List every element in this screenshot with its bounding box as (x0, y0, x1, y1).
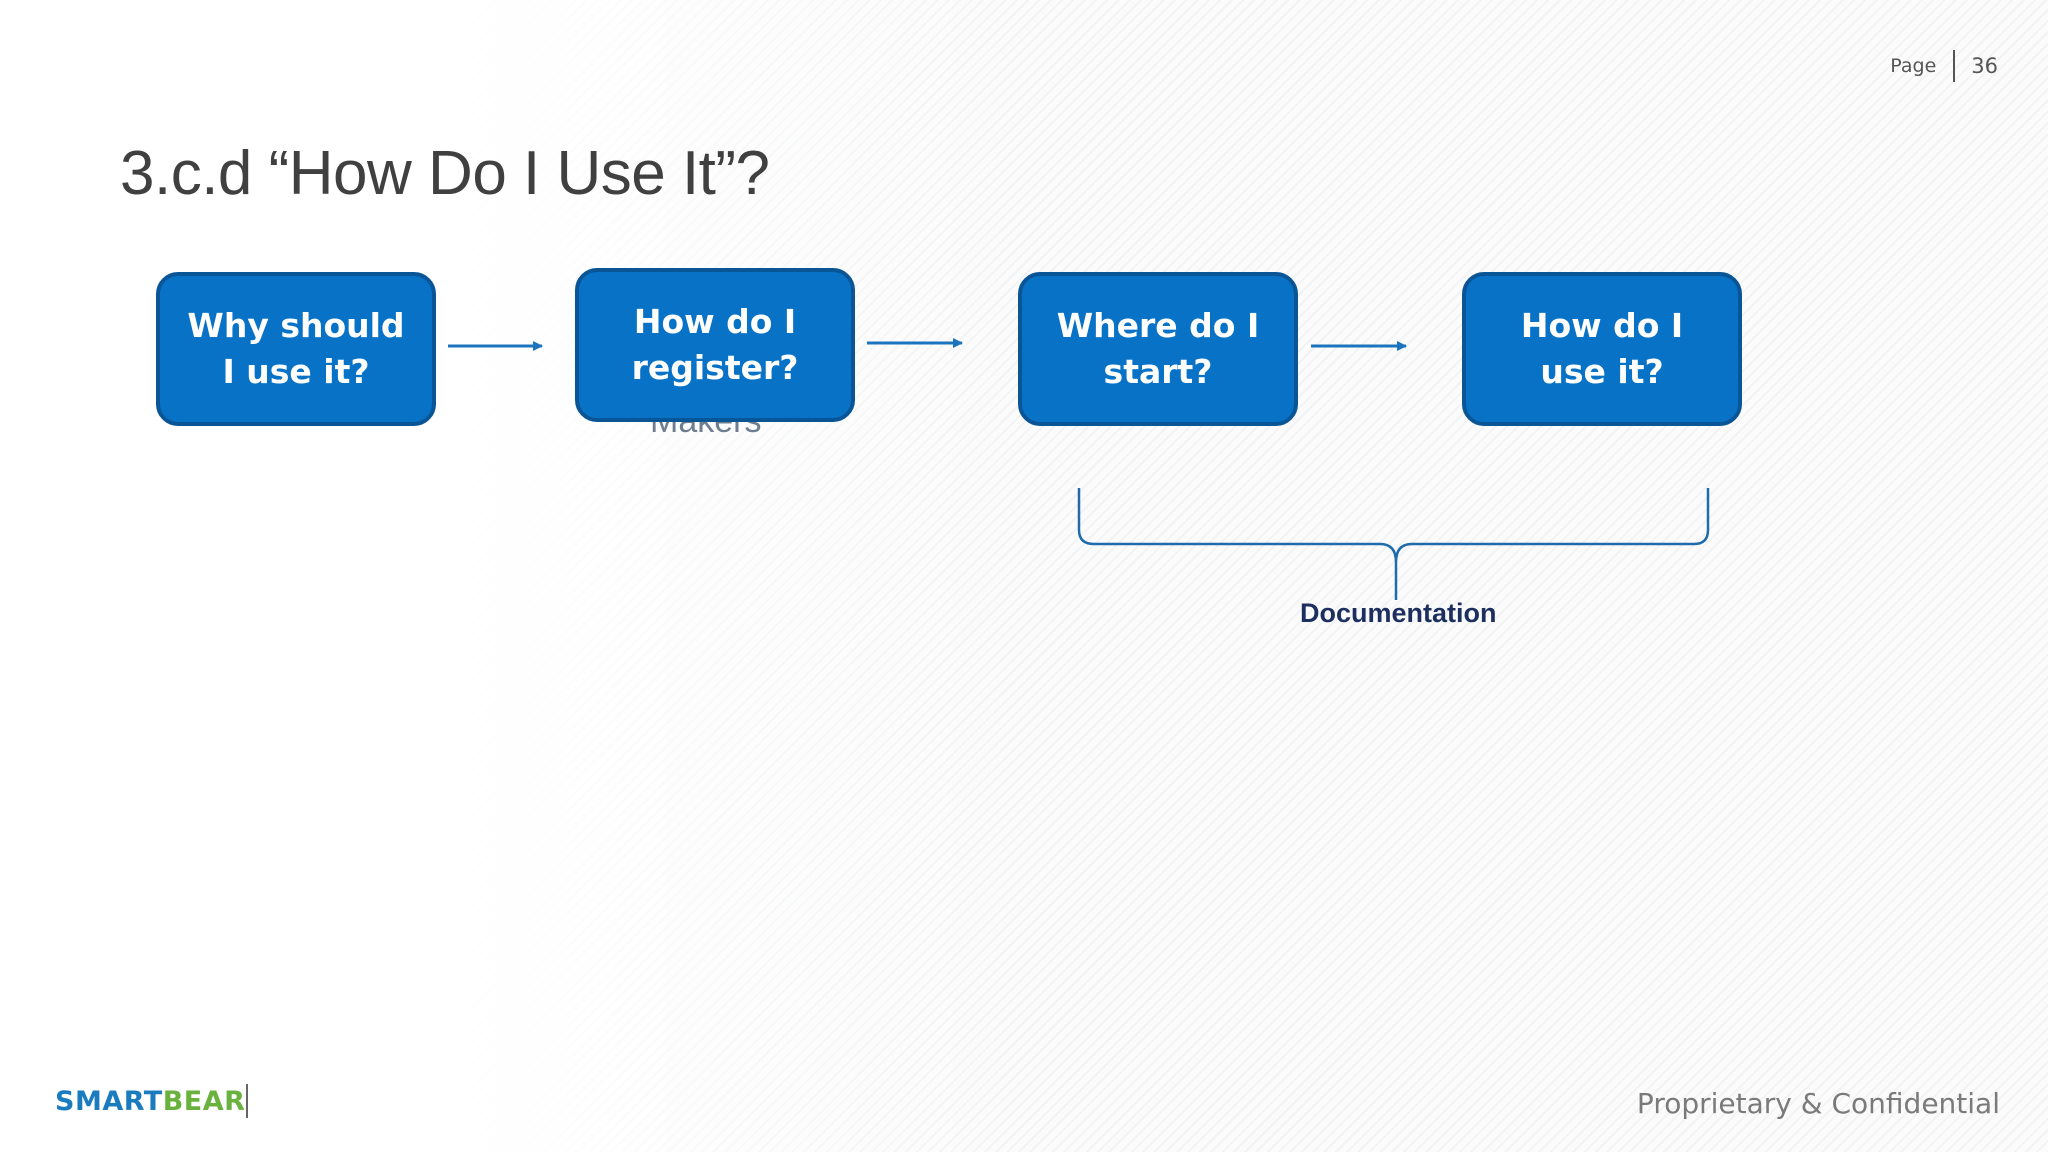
step-register-label: How do I register? (631, 302, 799, 387)
step-register-box: How do I register? (575, 268, 855, 422)
logo-bear: BEAR (162, 1086, 246, 1117)
step-start-box: Where do I start? (1018, 272, 1298, 426)
logo-smart: SMART (55, 1086, 163, 1117)
confidential-notice: Proprietary & Confidential (1636, 1087, 2000, 1120)
page-number: Page 36 (1890, 50, 1998, 82)
step-use-label: How do I use it? (1520, 306, 1684, 391)
step-why-label: Why should I use it? (187, 306, 405, 391)
page-separator (1953, 50, 1956, 82)
documentation-brace (1077, 488, 1710, 600)
documentation-label: Documentation (1300, 598, 1497, 628)
smartbear-logo: SMARTBEAR (55, 1086, 245, 1117)
step-why-box: Why should I use it? (156, 272, 436, 426)
slide-title: 3.c.d “How Do I Use It”? (120, 139, 770, 208)
step-use-box: How do I use it? (1462, 272, 1742, 426)
page-number-value: 36 (1971, 54, 1998, 78)
footer-separator (246, 1084, 248, 1118)
step-start-label: Where do I start? (1056, 306, 1260, 391)
page-label: Page (1890, 55, 1937, 77)
